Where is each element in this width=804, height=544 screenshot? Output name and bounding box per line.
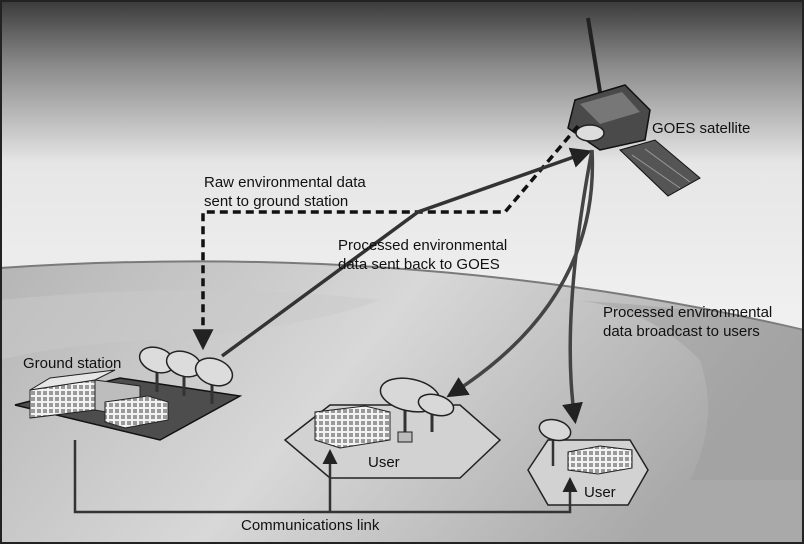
- right-user-building: [567, 445, 633, 475]
- ground-station-label: Ground station: [23, 355, 122, 372]
- center-user-building: [314, 405, 391, 449]
- processed-back-label-line2: data sent back to GOES: [338, 256, 500, 273]
- processed-up-arrow: [220, 147, 592, 358]
- earth-haze: [0, 290, 380, 360]
- station-dish-3: [194, 357, 234, 404]
- broadcast-label-line1: Processed environmental: [603, 304, 773, 321]
- center-user-site: [283, 377, 502, 479]
- raw-data-label-line2: sent to ground station: [204, 193, 349, 210]
- station-building-right: [104, 395, 169, 429]
- comms-link-line: [73, 440, 578, 514]
- broadcast-label-line2: data broadcast to users: [603, 323, 760, 340]
- ground-station: [14, 346, 243, 441]
- satellite-top-panel: [580, 92, 640, 124]
- satellite-antenna-mast: [586, 17, 602, 93]
- right-user-site: [527, 418, 649, 506]
- right-user-dish: [538, 418, 572, 466]
- raw-data-label-line1: Raw environmental data: [204, 174, 366, 191]
- broadcast-arrow-right-user: [562, 149, 594, 425]
- right-user-label: User: [584, 484, 616, 501]
- center-user-label: User: [368, 454, 400, 471]
- continent-shape: [560, 300, 804, 480]
- processed-back-label-line1: Processed environmental: [338, 237, 508, 254]
- satellite-label: GOES satellite: [652, 120, 751, 137]
- center-user-dish-2: [417, 393, 455, 432]
- solar-panel: [619, 139, 701, 197]
- comms-link-label: Communications link: [241, 517, 380, 534]
- earth-horizon: [0, 260, 804, 331]
- satellite-sensor-dish: [575, 124, 605, 142]
- broadcast-arrow-center-user: [446, 149, 595, 398]
- goes-satellite: [567, 17, 701, 197]
